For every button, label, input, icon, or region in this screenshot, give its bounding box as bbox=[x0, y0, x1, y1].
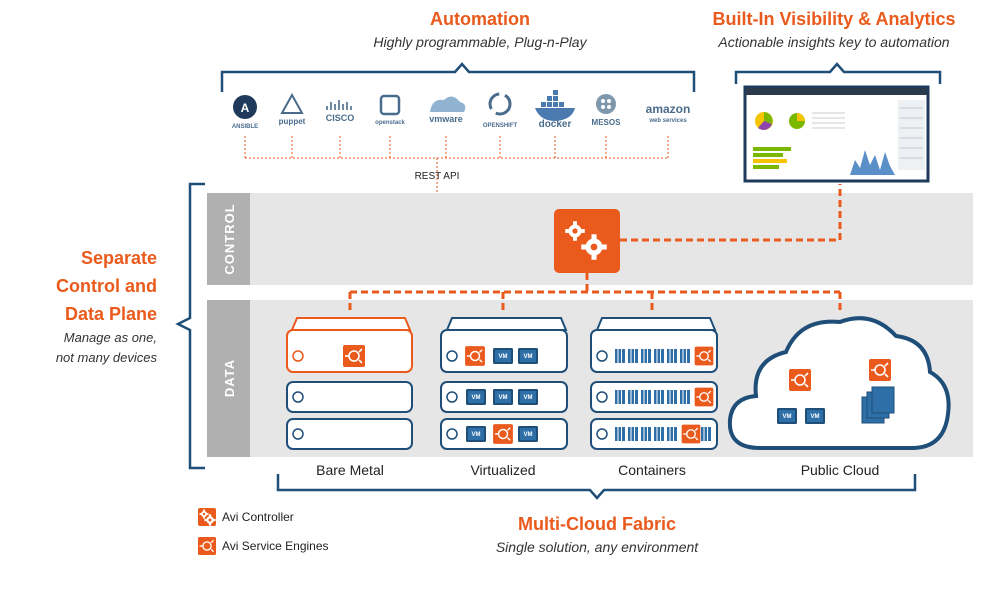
vm-label: VM bbox=[811, 414, 820, 420]
cisco-label: CISCO bbox=[326, 113, 355, 123]
vm-label: VM bbox=[472, 432, 481, 438]
puppet-logo: puppet bbox=[279, 92, 306, 126]
amazon-sub-label: web services bbox=[648, 118, 687, 124]
automation-title: Automation bbox=[430, 9, 530, 29]
public-cloud-icon bbox=[727, 316, 951, 450]
analytics-bracket bbox=[734, 62, 942, 84]
vm-label: VM bbox=[524, 432, 533, 438]
vmware-label: vmware bbox=[429, 114, 463, 124]
puppet-label: puppet bbox=[279, 117, 306, 126]
openshift-logo: OPENSHIFT bbox=[483, 92, 518, 129]
analytics-dashboard-screenshot bbox=[743, 85, 930, 183]
containers-stack bbox=[590, 317, 718, 450]
env-label-bare-metal: Bare Metal bbox=[316, 462, 384, 478]
docker-label: docker bbox=[539, 119, 572, 130]
amazon-logo: amazon web services bbox=[646, 102, 691, 124]
fabric-bracket bbox=[276, 474, 917, 500]
env-label-virtualized: Virtualized bbox=[470, 462, 535, 478]
automation-bracket bbox=[220, 62, 696, 92]
legend-service-engine-icon bbox=[197, 536, 217, 556]
fabric-title: Multi-Cloud Fabric bbox=[518, 514, 676, 534]
separate-title-line-2: Control and bbox=[56, 276, 157, 296]
separate-title-line-3: Data Plane bbox=[65, 304, 157, 324]
vm-labels: VM VM VM VM VM VM VM bbox=[472, 354, 533, 438]
controller-connectors bbox=[348, 184, 842, 312]
legend-engines-label: Avi Service Engines bbox=[222, 539, 329, 553]
vm-label: VM bbox=[524, 354, 533, 360]
legend-controller-label: Avi Controller bbox=[222, 510, 294, 524]
env-label-containers: Containers bbox=[618, 462, 686, 478]
docker-logo: docker bbox=[535, 90, 575, 130]
fabric-subtitle: Single solution, any environment bbox=[496, 539, 699, 555]
analytics-subtitle: Actionable insights key to automation bbox=[717, 34, 949, 50]
vm-label: VM bbox=[499, 395, 508, 401]
cisco-logo: CISCO bbox=[326, 100, 355, 123]
cloud-vm-labels: VM VM bbox=[783, 414, 820, 420]
openstack-logo: openstack bbox=[375, 94, 405, 126]
legend: Avi Controller Avi Service Engines bbox=[197, 508, 329, 556]
separate-subtitle-line-2: not many devices bbox=[56, 350, 158, 365]
svg-text:A: A bbox=[241, 101, 250, 115]
amazon-label: amazon bbox=[646, 102, 691, 116]
analytics-title: Built-In Visibility & Analytics bbox=[712, 9, 955, 29]
mesos-logo: MESOS bbox=[592, 94, 622, 127]
rest-api-label: REST API bbox=[415, 171, 460, 182]
vm-label: VM bbox=[783, 414, 792, 420]
separate-title-line-1: Separate bbox=[81, 248, 157, 268]
ansible-label: ANSIBLE bbox=[232, 124, 258, 130]
bare-metal-stack bbox=[286, 317, 413, 450]
vmware-logo: vmware bbox=[429, 96, 466, 124]
openshift-label: OPENSHIFT bbox=[483, 123, 518, 129]
virtualized-stack bbox=[440, 317, 568, 450]
control-band-label-bg bbox=[207, 193, 250, 285]
avi-controller-icon bbox=[554, 209, 620, 273]
vm-label: VM bbox=[472, 395, 481, 401]
env-label-public-cloud: Public Cloud bbox=[801, 462, 880, 478]
vm-label: VM bbox=[524, 395, 533, 401]
mesos-label: MESOS bbox=[592, 118, 622, 127]
control-band-label: CONTROL bbox=[222, 203, 237, 274]
plane-bracket bbox=[175, 182, 205, 470]
openstack-label: openstack bbox=[375, 120, 405, 126]
separate-subtitle-line-1: Manage as one, bbox=[64, 330, 157, 345]
legend-controller-icon bbox=[198, 508, 216, 526]
data-band-label: DATA bbox=[222, 359, 237, 397]
ansible-logo: A ANSIBLE bbox=[232, 95, 258, 130]
vm-label: VM bbox=[499, 354, 508, 360]
automation-subtitle: Highly programmable, Plug-n-Play bbox=[373, 34, 587, 50]
data-band-label-bg bbox=[207, 300, 250, 457]
